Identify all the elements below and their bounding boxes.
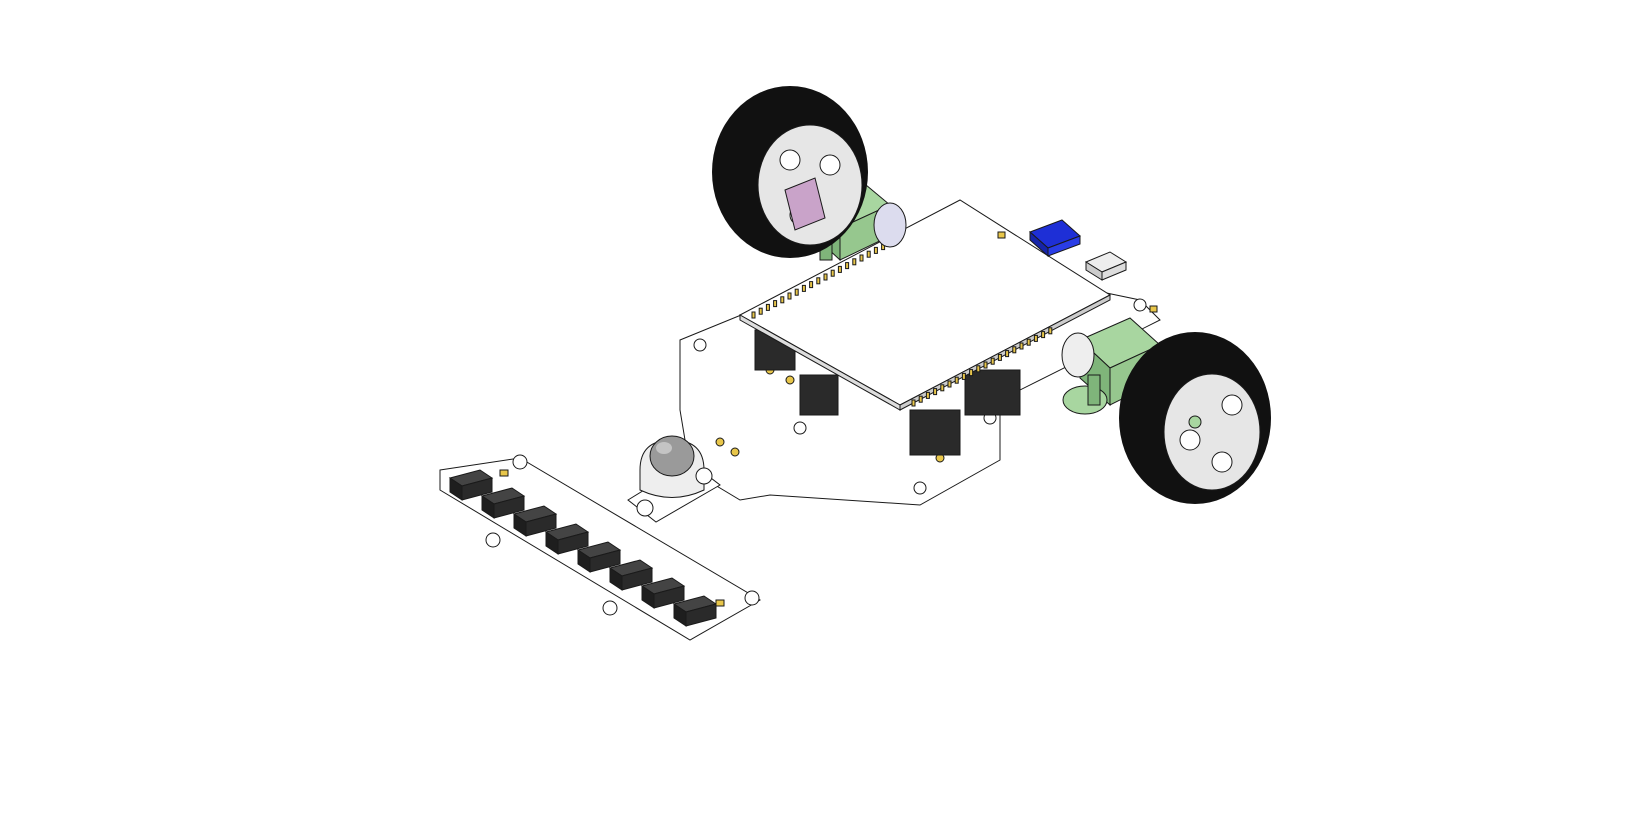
header-pin <box>866 250 871 258</box>
header-pin <box>925 391 930 399</box>
right-wheel-hub-hole <box>1211 451 1233 473</box>
header-pin <box>758 307 763 315</box>
ir-sensor <box>608 559 654 591</box>
header-pin <box>816 277 821 285</box>
motor-can <box>1061 332 1095 378</box>
left-wheel <box>712 86 868 258</box>
header-connector <box>909 409 961 456</box>
header-pin <box>1012 346 1017 354</box>
header-pin <box>837 265 842 273</box>
controller-board-edge <box>899 294 1111 411</box>
header-pin <box>933 388 938 396</box>
ir-sensor-row <box>448 469 718 627</box>
header-pin <box>961 372 966 380</box>
sensor-bar-led <box>715 599 725 607</box>
solder-pad <box>715 437 725 447</box>
right-wheel-axle <box>1188 415 1202 429</box>
motor-shaft-post <box>1087 374 1101 406</box>
header-pin <box>940 384 945 392</box>
chassis-mount-hole <box>693 338 707 352</box>
shaft-coupler <box>784 177 826 231</box>
motor-can <box>873 202 907 248</box>
blue-connector <box>1029 219 1081 258</box>
header-pin <box>787 292 792 300</box>
sensor-bar-mount-hole <box>744 590 760 606</box>
header-pin <box>1026 338 1031 346</box>
controller-board <box>738 199 1158 411</box>
solder-pad <box>730 447 740 457</box>
header-pin <box>990 357 995 365</box>
header-pin-row <box>751 239 1053 407</box>
header-pin <box>859 254 864 262</box>
header-pin <box>1005 350 1010 358</box>
header-pin <box>976 365 981 373</box>
sensor-bar-mount-hole <box>485 532 501 548</box>
status-led <box>1149 305 1158 313</box>
header-pin <box>1048 327 1053 335</box>
ir-sensor <box>576 541 622 573</box>
header-pin <box>969 369 974 377</box>
header-pin <box>765 303 770 311</box>
header-pin <box>751 311 756 319</box>
header-pin <box>794 288 799 296</box>
header-connector <box>799 374 839 416</box>
header-pin <box>911 399 916 407</box>
header-pin <box>997 353 1002 361</box>
left-wheel-hub-hole <box>779 149 801 171</box>
header-pin <box>780 296 785 304</box>
ir-sensor <box>448 469 494 501</box>
header-pin <box>852 258 857 266</box>
ir-sensor <box>480 487 526 519</box>
chassis-mount-hole <box>1133 298 1147 312</box>
right-wheel-hub-hole <box>1221 394 1243 416</box>
header-pin <box>918 395 923 403</box>
chassis-mount-hole <box>793 421 807 435</box>
caster-screw <box>636 499 654 517</box>
status-led <box>997 231 1006 239</box>
header-pin <box>801 284 806 292</box>
header-connector <box>964 369 1021 416</box>
caster-assembly <box>627 435 721 523</box>
header-pin <box>845 262 850 270</box>
header-pin <box>954 376 959 384</box>
sensor-bar-mount-hole <box>512 454 528 470</box>
right-wheel-hub <box>1163 373 1261 491</box>
ir-sensor <box>512 505 558 537</box>
right-wheel <box>1119 332 1271 504</box>
chassis-mount-hole <box>913 481 927 495</box>
header-pin <box>873 246 878 254</box>
header-pin <box>830 269 835 277</box>
header-pin <box>1041 331 1046 339</box>
ir-sensor <box>544 523 590 555</box>
header-pin <box>1033 334 1038 342</box>
header-pin <box>1019 342 1024 350</box>
header-pin <box>773 300 778 308</box>
ir-sensor <box>640 577 686 609</box>
header-pin <box>983 361 988 369</box>
caster-ball <box>649 435 695 477</box>
left-wheel-hub-hole <box>819 154 841 176</box>
header-pin <box>809 281 814 289</box>
caster-ball-highlight <box>656 442 672 454</box>
usb-connector <box>1084 251 1128 281</box>
sensor-bar-led <box>499 469 509 477</box>
sensor-array-bar <box>439 454 761 641</box>
solder-pad <box>785 375 795 385</box>
caster-screw <box>695 467 713 485</box>
header-pin <box>947 380 952 388</box>
right-wheel-hub-hole <box>1179 429 1201 451</box>
sensor-bar-mount-hole <box>602 600 618 616</box>
header-pin <box>823 273 828 281</box>
